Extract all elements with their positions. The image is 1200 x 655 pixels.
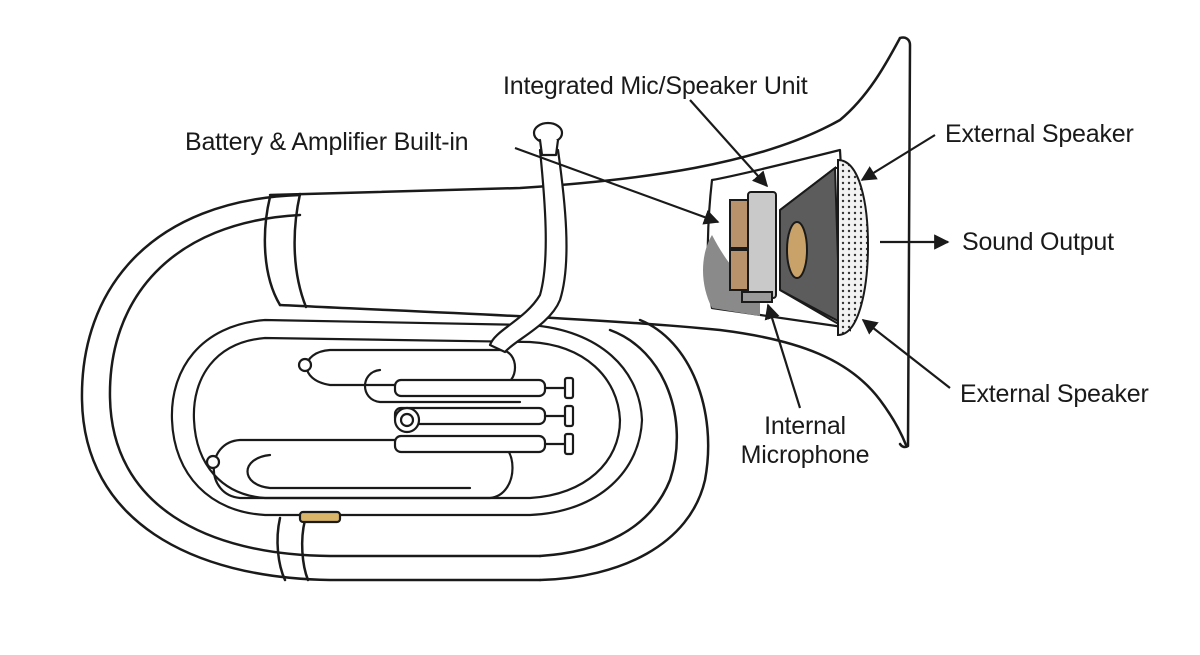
label-integrated-unit: Integrated Mic/Speaker Unit xyxy=(503,72,807,101)
valve-section xyxy=(172,320,642,522)
label-internal-microphone: Internal Microphone xyxy=(730,412,880,470)
label-sound-output: Sound Output xyxy=(962,228,1114,257)
valve-1 xyxy=(395,380,545,396)
valve-3 xyxy=(395,436,545,452)
label-external-speaker-top: External Speaker xyxy=(945,120,1134,149)
arrow-external-speaker-bottom xyxy=(863,320,950,388)
integrated-unit xyxy=(730,192,776,302)
arrow-external-speaker-top xyxy=(862,135,935,180)
label-internal-mic-line1: Internal xyxy=(730,412,880,441)
speaker-grill xyxy=(838,160,868,335)
label-internal-mic-line2: Microphone xyxy=(730,441,880,470)
arrow-integrated-unit xyxy=(690,100,767,186)
label-battery-amp: Battery & Amplifier Built-in xyxy=(185,128,468,157)
unit-housing xyxy=(748,192,776,298)
label-external-speaker-bottom: External Speaker xyxy=(960,380,1149,409)
